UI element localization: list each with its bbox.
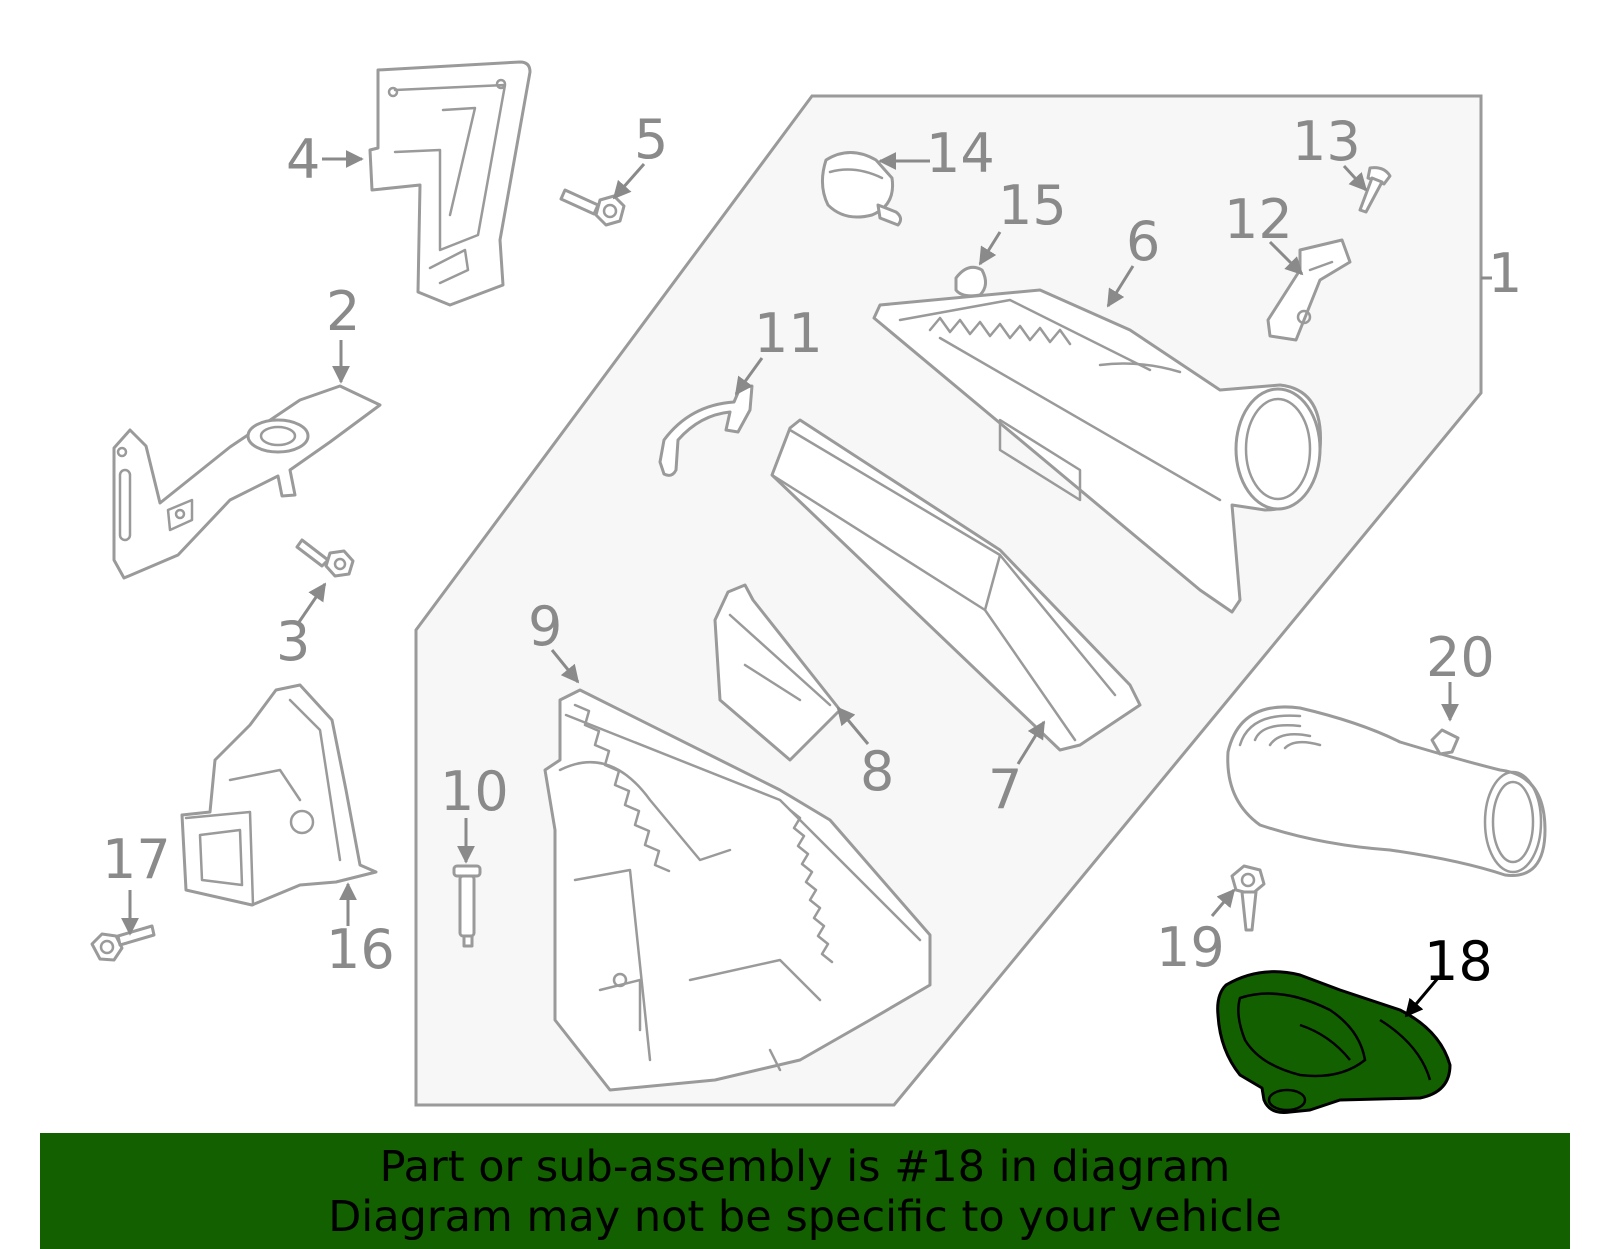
part-6-upper-housing — [872, 288, 1322, 614]
part-20-hose — [1226, 705, 1547, 877]
callout-9: 9 — [528, 595, 562, 658]
callout-12: 12 — [1224, 188, 1293, 251]
part-3-bolt — [295, 538, 355, 578]
banner-line-1: Part or sub-assembly is #18 in diagram — [379, 1142, 1231, 1192]
callout-19: 19 — [1156, 916, 1225, 979]
callout-15: 15 — [998, 174, 1067, 237]
callout-14: 14 — [926, 122, 995, 185]
part-16-air-duct — [180, 683, 378, 907]
callout-6: 6 — [1126, 210, 1160, 273]
part-13-screw — [1358, 166, 1392, 214]
part-9-lower-housing — [543, 688, 932, 1092]
part-8-panel — [713, 583, 842, 762]
callout-17: 17 — [102, 828, 171, 891]
part-2-bracket — [112, 384, 382, 580]
part-12-sensor — [1266, 238, 1352, 342]
banner-line-2: Diagram may not be specific to your vehi… — [328, 1192, 1282, 1242]
leader-lines — [121, 150, 1459, 1018]
callout-11: 11 — [754, 302, 823, 365]
callout-16: 16 — [326, 918, 395, 981]
callout-7: 7 — [988, 758, 1022, 821]
part-10-bolt — [452, 864, 482, 948]
part-14-sensor — [821, 151, 903, 227]
callout-10: 10 — [440, 760, 509, 823]
part-17-bolt — [90, 924, 156, 962]
part-18-highlighted-duct — [1216, 970, 1452, 1114]
callout-3: 3 — [276, 610, 310, 673]
callout-13: 13 — [1292, 110, 1361, 173]
part-15-cap — [954, 265, 987, 298]
part-11-clip — [658, 384, 754, 477]
callout-20: 20 — [1426, 626, 1495, 689]
part-7-filter — [770, 418, 1142, 752]
callout-1: 1 — [1488, 242, 1522, 305]
callout-4: 4 — [286, 128, 320, 191]
callout-18: 18 — [1424, 930, 1493, 993]
callout-2: 2 — [326, 280, 360, 343]
part-19-bolt — [1230, 864, 1266, 932]
part-4-bracket — [368, 60, 532, 307]
callout-5: 5 — [634, 108, 668, 171]
info-banner: Part or sub-assembly is #18 in diagram D… — [40, 1133, 1570, 1249]
callout-8: 8 — [860, 740, 894, 803]
